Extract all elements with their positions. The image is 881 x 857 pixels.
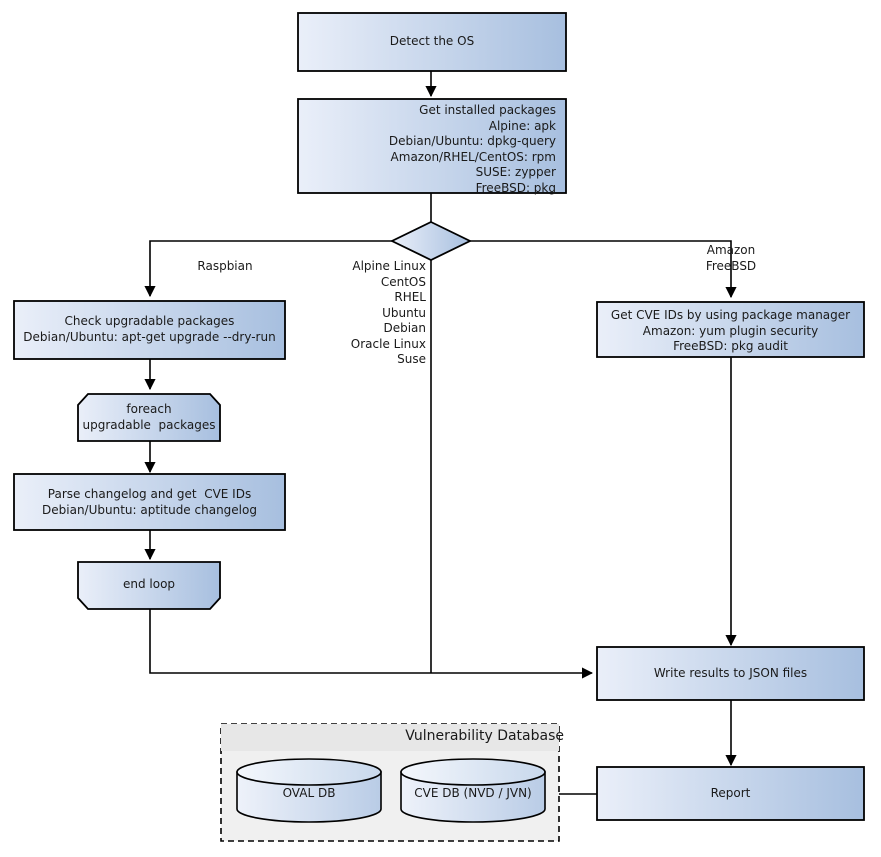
edge-endloop-to-writejson (149, 609, 594, 679)
node-detect-os[interactable] (297, 12, 567, 72)
node-os-decision[interactable] (389, 220, 473, 262)
node-parse-changelog[interactable] (13, 473, 286, 531)
node-get-installed-packages[interactable] (297, 98, 567, 194)
group-title-vulnerability-database: Vulnerability Database (405, 728, 564, 744)
node-cve-db[interactable] (400, 758, 546, 823)
edge-label-amazon-freebsd: Amazon FreeBSD (705, 243, 757, 273)
node-oval-db[interactable] (236, 758, 382, 823)
node-check-upgradable[interactable] (13, 300, 286, 360)
node-write-json[interactable] (596, 646, 865, 701)
node-get-cve-ids[interactable] (596, 301, 865, 358)
edge-decision-left (144, 240, 392, 298)
node-end-loop[interactable] (77, 561, 221, 610)
edge-label-linux-list: Alpine Linux CentOS RHEL Ubuntu Debian O… (350, 259, 426, 366)
node-report[interactable] (596, 766, 865, 821)
node-foreach-loop[interactable] (77, 393, 221, 442)
vulnerability-database-header-band (221, 724, 559, 751)
edge-label-raspbian: Raspbian (197, 259, 253, 273)
edge-decision-right (470, 240, 737, 299)
